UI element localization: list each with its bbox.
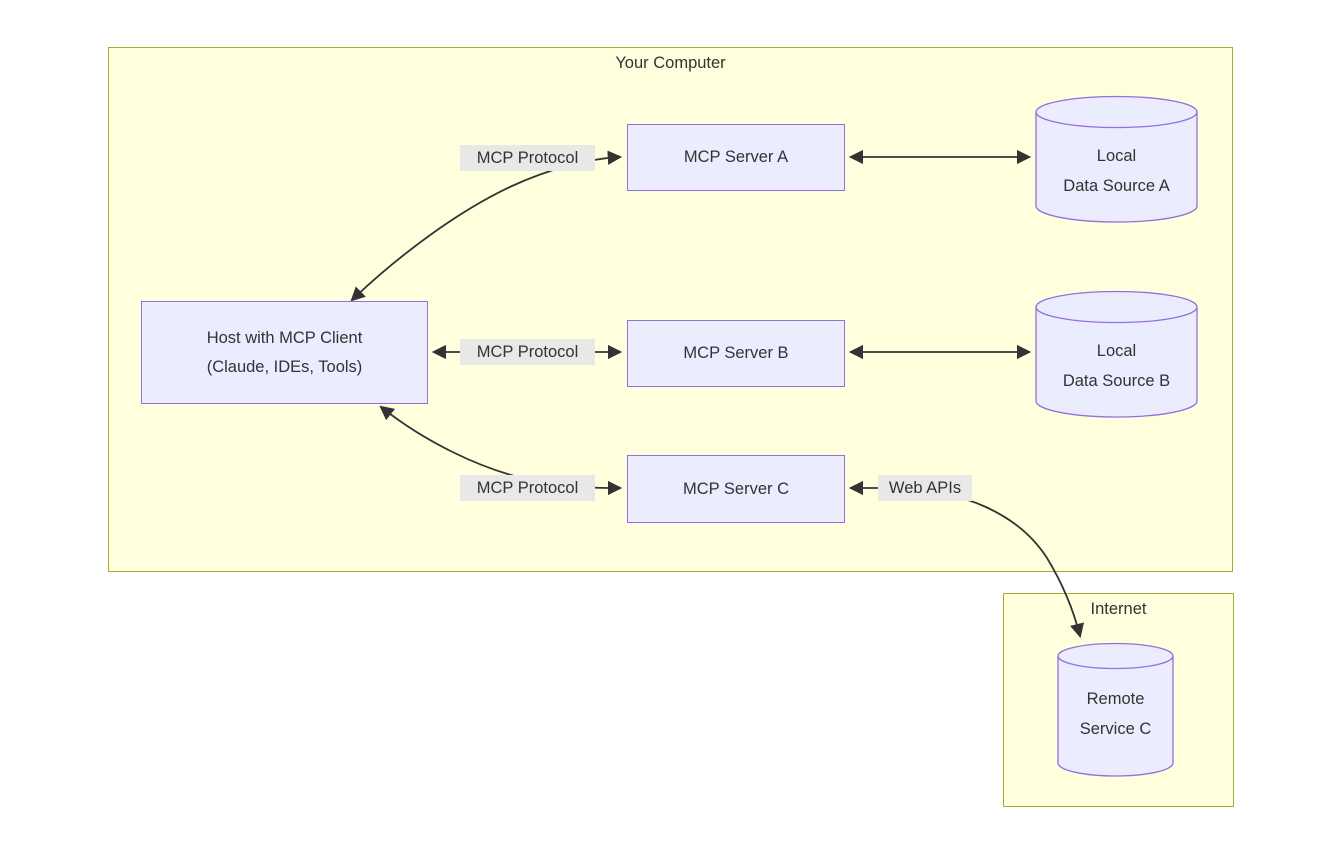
node-local-data-source-a-label: Local Data Source A xyxy=(1036,141,1197,201)
cylinder-remote-service-c xyxy=(1057,642,1174,777)
local-data-source-b-line1: Local xyxy=(1096,342,1137,360)
node-local-data-source-b-label: Local Data Source B xyxy=(1036,336,1197,396)
remote-service-c-line2: Service C xyxy=(1079,720,1152,738)
local-data-source-a-line1: Local xyxy=(1096,147,1137,165)
cluster-internet-label: Internet xyxy=(1090,600,1147,618)
edge-label-web-apis: Web APIs xyxy=(878,475,972,501)
node-mcp-server-c: MCP Server C xyxy=(627,455,845,523)
node-mcp-server-b-label: MCP Server B xyxy=(683,344,789,362)
node-mcp-server-c-label: MCP Server C xyxy=(682,479,790,498)
node-host-label-line2: (Claude, IDEs, Tools) xyxy=(206,357,363,376)
node-host-with-mcp-client: Host with MCP Client (Claude, IDEs, Tool… xyxy=(141,301,428,404)
node-mcp-server-b: MCP Server B xyxy=(627,320,845,387)
node-host-label-line1: Host with MCP Client xyxy=(206,328,363,347)
cylinder-local-data-source-b xyxy=(1035,290,1198,418)
remote-service-c-line1: Remote xyxy=(1086,690,1145,708)
local-data-source-a-line2: Data Source A xyxy=(1063,177,1170,195)
edge-host-server-a xyxy=(350,150,623,302)
cluster-your-computer-label: Your Computer xyxy=(615,54,726,72)
node-mcp-server-a: MCP Server A xyxy=(627,124,845,191)
node-remote-service-c-label: Remote Service C xyxy=(1058,684,1173,744)
local-data-source-b-line2: Data Source B xyxy=(1062,372,1171,390)
edge-server-c-remote-c xyxy=(848,480,1085,639)
edge-label-mcp-protocol-a: MCP Protocol xyxy=(460,145,595,171)
node-mcp-server-a-label: MCP Server A xyxy=(683,148,789,166)
cylinder-local-data-source-a xyxy=(1035,95,1198,223)
edge-label-mcp-protocol-b: MCP Protocol xyxy=(460,339,595,365)
edge-label-mcp-protocol-c: MCP Protocol xyxy=(460,475,595,501)
